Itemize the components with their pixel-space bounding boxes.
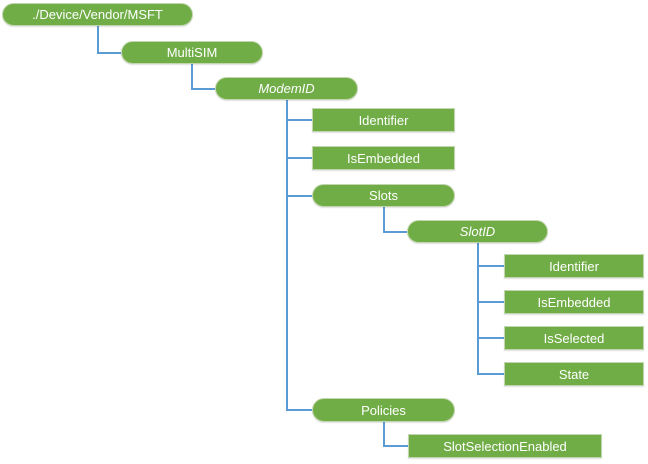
connector-vertical-slots-slotid — [383, 207, 385, 233]
tree-node-isembedded: IsEmbedded — [312, 146, 455, 170]
tree-node-multisim: MultiSIM — [121, 41, 263, 64]
connector-vertical-modemid-policies — [286, 100, 288, 411]
tree-node-slot-state: State — [504, 362, 644, 386]
connector-horizontal-slotid-slot-isembedded — [477, 301, 504, 303]
connector-horizontal-multisim-modemid — [191, 87, 215, 90]
connector-vertical-multisim-modemid — [191, 64, 193, 90]
tree-node-policies: Policies — [312, 398, 455, 422]
connector-horizontal-modemid-isembedded — [286, 157, 312, 159]
tree-node-slots: Slots — [312, 184, 455, 207]
connector-vertical-policies-slotselectionenabled — [383, 422, 385, 447]
connector-horizontal-slotid-slot-identifier — [477, 265, 504, 267]
tree-node-slotselectionenabled: SlotSelectionEnabled — [408, 434, 602, 458]
connector-horizontal-root-multisim — [97, 51, 121, 54]
connector-horizontal-slotid-slot-state — [477, 373, 504, 375]
connector-vertical-slotid-slot-state — [477, 243, 479, 375]
tree-node-modemid: ModemID — [215, 77, 358, 100]
connector-horizontal-slotid-slot-isselected — [477, 337, 504, 339]
connector-horizontal-modemid-identifier — [286, 119, 312, 121]
tree-node-slot-isembedded: IsEmbedded — [504, 290, 644, 314]
connector-vertical-root-multisim — [97, 26, 99, 54]
tree-node-slot-isselected: IsSelected — [504, 326, 644, 350]
connector-horizontal-slots-slotid — [383, 230, 407, 233]
connector-horizontal-modemid-policies — [286, 409, 312, 411]
connector-horizontal-modemid-slots — [286, 194, 312, 197]
tree-node-slot-identifier: Identifier — [504, 254, 644, 278]
connector-horizontal-policies-slotselectionenabled — [383, 445, 408, 447]
tree-node-root: ./Device/Vendor/MSFT — [2, 3, 193, 26]
tree-node-identifier: Identifier — [312, 108, 455, 132]
tree-node-slotid: SlotID — [407, 220, 548, 243]
